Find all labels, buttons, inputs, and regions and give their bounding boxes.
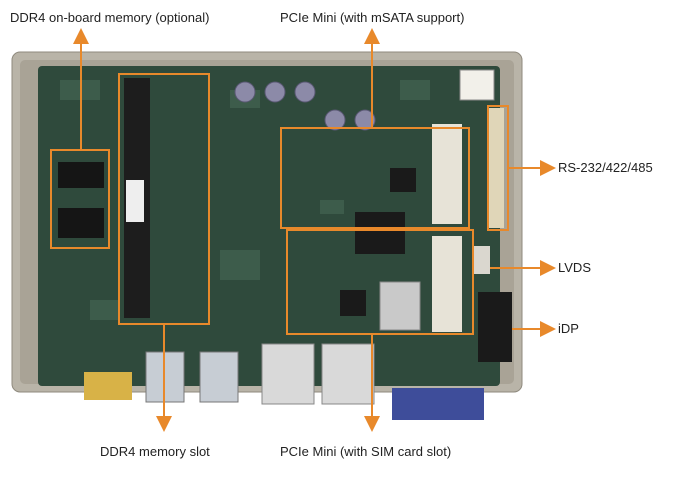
vga-port xyxy=(392,388,484,420)
label-ddr4-onboard: DDR4 on-board memory (optional) xyxy=(10,10,210,25)
label-pcie-sim: PCIe Mini (with SIM card slot) xyxy=(280,444,452,459)
minipcie-slot-body xyxy=(432,236,462,332)
label-lvds: LVDS xyxy=(558,260,591,275)
ic-chip xyxy=(355,212,405,254)
capacitor xyxy=(264,81,286,103)
ethernet-port xyxy=(321,343,375,405)
memory-chip xyxy=(58,162,104,188)
lvds-connector-body xyxy=(474,246,490,274)
label-rs232: RS-232/422/485 xyxy=(558,160,653,175)
highlight-pcie-msata xyxy=(280,127,470,229)
memory-chip xyxy=(58,208,104,238)
hdmi-port xyxy=(84,372,132,400)
capacitor xyxy=(234,81,256,103)
memory-label-sticker xyxy=(126,180,144,222)
label-pcie-msata: PCIe Mini (with mSATA support) xyxy=(280,10,465,25)
capacitor xyxy=(354,109,376,131)
ic-chip xyxy=(390,168,416,192)
idp-connector-body xyxy=(478,292,512,362)
label-idp: iDP xyxy=(558,321,579,336)
usb-port xyxy=(199,351,239,403)
pcb-board xyxy=(38,66,500,386)
ethernet-port xyxy=(261,343,315,405)
capacitor xyxy=(324,109,346,131)
rs232-header-body xyxy=(488,108,504,228)
highlight-pcie-sim xyxy=(286,229,474,335)
label-ddr4-slot: DDR4 memory slot xyxy=(100,444,210,459)
power-connector xyxy=(459,69,495,101)
capacitor xyxy=(294,81,316,103)
ic-chip xyxy=(340,290,366,316)
sim-card-holder xyxy=(379,281,421,331)
minipcie-slot-body xyxy=(432,124,462,224)
